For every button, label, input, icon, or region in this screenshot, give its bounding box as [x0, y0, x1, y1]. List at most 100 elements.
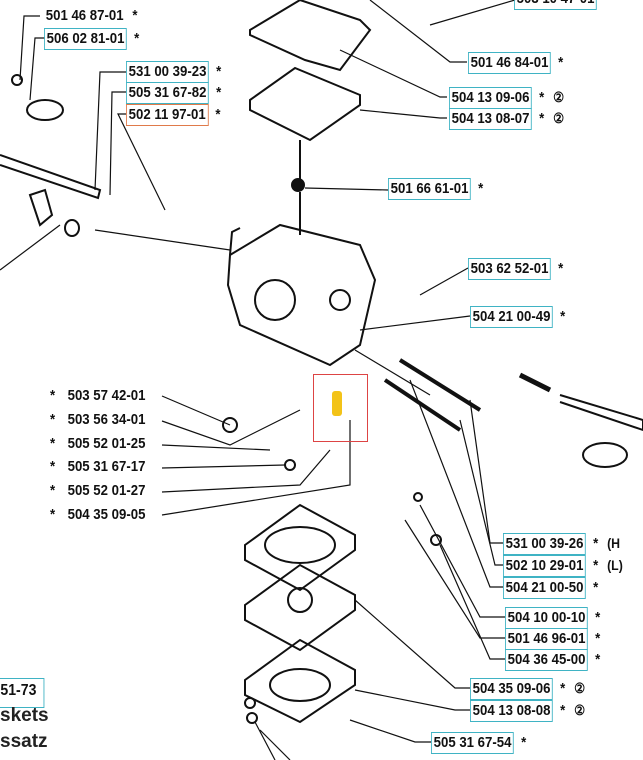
carburetor-body [226, 223, 377, 367]
note-2: ② [574, 702, 586, 718]
part-number[interactable]: 504 21 00-49 [470, 306, 554, 328]
gasket-1 [244, 503, 356, 592]
part-label[interactable]: 531 00 39-26 * (H [503, 533, 620, 555]
asterisk: * [50, 411, 56, 428]
pump-diaphragm [249, 66, 361, 142]
part-label[interactable]: 505 31 67-54* [431, 732, 526, 754]
asterisk: * [50, 387, 56, 404]
part-label[interactable]: 503 10 47-01 [514, 0, 598, 10]
part-number: 501 46 87-01 [45, 7, 124, 24]
kit-title-en: skets [0, 705, 49, 726]
part-label[interactable]: 504 21 00-49 * [470, 306, 565, 328]
kit-part-number[interactable]: 51-73 [0, 678, 45, 708]
part-number[interactable]: 504 13 09-06 [449, 87, 533, 109]
part-number[interactable]: 503 10 47-01 [514, 0, 598, 10]
part-label[interactable]: * 503 57 42-01 [50, 386, 147, 406]
part-label[interactable]: 501 66 61-01 * [388, 178, 483, 200]
part-label[interactable]: * 505 52 01-27 [50, 481, 147, 501]
part-number[interactable]: 504 35 09-05 [67, 506, 146, 523]
part-label[interactable]: 505 31 67-82 * [126, 82, 221, 104]
part-label[interactable]: 504 10 00-10 * [505, 607, 600, 629]
asterisk: * [595, 609, 601, 626]
part-number[interactable]: 505 31 67-17 [67, 458, 146, 475]
part-number[interactable]: 504 13 08-08 [470, 700, 554, 722]
left-shaft [0, 154, 102, 200]
asterisk: * [216, 63, 222, 80]
kit-label[interactable]: 51-73 [0, 678, 45, 708]
part-number[interactable]: 504 21 00-50 [503, 577, 587, 599]
part-number[interactable]: 503 62 52-01 [468, 258, 552, 280]
part-label[interactable]: 502 10 29-01 * (L) [503, 555, 623, 577]
part-number[interactable]: 506 02 81-01 [44, 28, 128, 50]
part-label-selected[interactable]: 502 11 97-01 * [126, 104, 221, 126]
part-label[interactable]: 504 13 08-08 * ② [470, 700, 585, 722]
part-number[interactable]: 501 66 61-01 [388, 178, 472, 200]
asterisk: * [560, 680, 566, 697]
part-number[interactable]: 505 31 67-54 [431, 732, 515, 754]
kit-title-de: ssatz [0, 731, 48, 752]
part-label[interactable]: 501 46 87-01 * [44, 6, 138, 26]
part-number[interactable]: 505 52 01-25 [67, 435, 146, 452]
asterisk: * [558, 54, 564, 71]
part-number[interactable]: 503 56 34-01 [67, 411, 146, 428]
asterisk: * [132, 7, 138, 24]
right-shaft [559, 394, 643, 432]
asterisk: * [593, 579, 599, 596]
asterisk: * [595, 630, 601, 647]
asterisk: * [539, 89, 545, 106]
note-h: (H [607, 535, 621, 551]
leader-lines [0, 0, 516, 760]
part-label[interactable]: 504 35 09-06 * ② [470, 678, 585, 700]
asterisk: * [50, 506, 56, 523]
part-label[interactable]: 504 21 00-50 * [503, 577, 598, 599]
part-number[interactable]: 531 00 39-26 [503, 533, 587, 555]
highlighted-part[interactable] [332, 391, 342, 416]
part-number[interactable]: 505 31 67-82 [126, 82, 210, 104]
part-number[interactable]: 503 57 42-01 [67, 387, 146, 404]
part-number[interactable]: 501 46 84-01 [468, 52, 552, 74]
asterisk: * [134, 30, 140, 47]
part-label[interactable]: 531 00 39-23 * [126, 61, 221, 83]
metering-diaphragm [244, 563, 356, 652]
note-2: ② [553, 110, 565, 126]
asterisk: * [593, 535, 599, 552]
asterisk: * [558, 260, 564, 277]
cover-gasket [244, 638, 356, 724]
part-label[interactable]: 503 62 52-01 * [468, 258, 563, 280]
part-number[interactable]: 504 10 00-10 [505, 607, 589, 629]
part-number[interactable]: 504 35 09-06 [470, 678, 554, 700]
note-l: (L) [607, 557, 623, 573]
part-label[interactable]: 504 13 09-06 * ② [449, 87, 564, 109]
part-label[interactable]: * 505 52 01-25 [50, 434, 147, 454]
asterisk: * [478, 180, 484, 197]
part-number[interactable]: 501 46 96-01 [505, 628, 589, 650]
asterisk: * [215, 106, 221, 123]
asterisk: * [560, 702, 566, 719]
top-gasket [249, 0, 372, 72]
asterisk: * [593, 557, 599, 574]
asterisk: * [50, 435, 56, 452]
highlight-box [313, 374, 368, 442]
part-number[interactable]: 502 10 29-01 [503, 555, 587, 577]
part-label[interactable]: 504 36 45-00* [505, 649, 600, 671]
part-number[interactable]: 505 52 01-27 [67, 482, 146, 499]
part-label[interactable]: * 503 56 34-01 [50, 410, 147, 430]
part-label[interactable]: 506 02 81-01 * [44, 28, 139, 50]
asterisk: * [50, 482, 56, 499]
asterisk: * [50, 458, 56, 475]
part-label[interactable]: 501 46 96-01 * [505, 628, 600, 650]
part-number[interactable]: 531 00 39-23 [126, 61, 210, 83]
note-2: ② [574, 680, 586, 696]
part-label[interactable]: 501 46 84-01 * [468, 52, 563, 74]
note-2: ② [553, 89, 565, 105]
part-number[interactable]: 504 36 45-00 [505, 649, 589, 671]
asterisk: * [216, 84, 222, 101]
part-label[interactable]: * 504 35 09-05 [50, 505, 147, 525]
part-number[interactable]: 502 11 97-01 [126, 104, 209, 126]
part-label[interactable]: * 505 31 67-17 [50, 457, 147, 477]
part-number[interactable]: 504 13 08-07 [449, 108, 533, 130]
part-label[interactable]: 504 13 08-07*② [449, 108, 564, 130]
asterisk: * [560, 308, 566, 325]
